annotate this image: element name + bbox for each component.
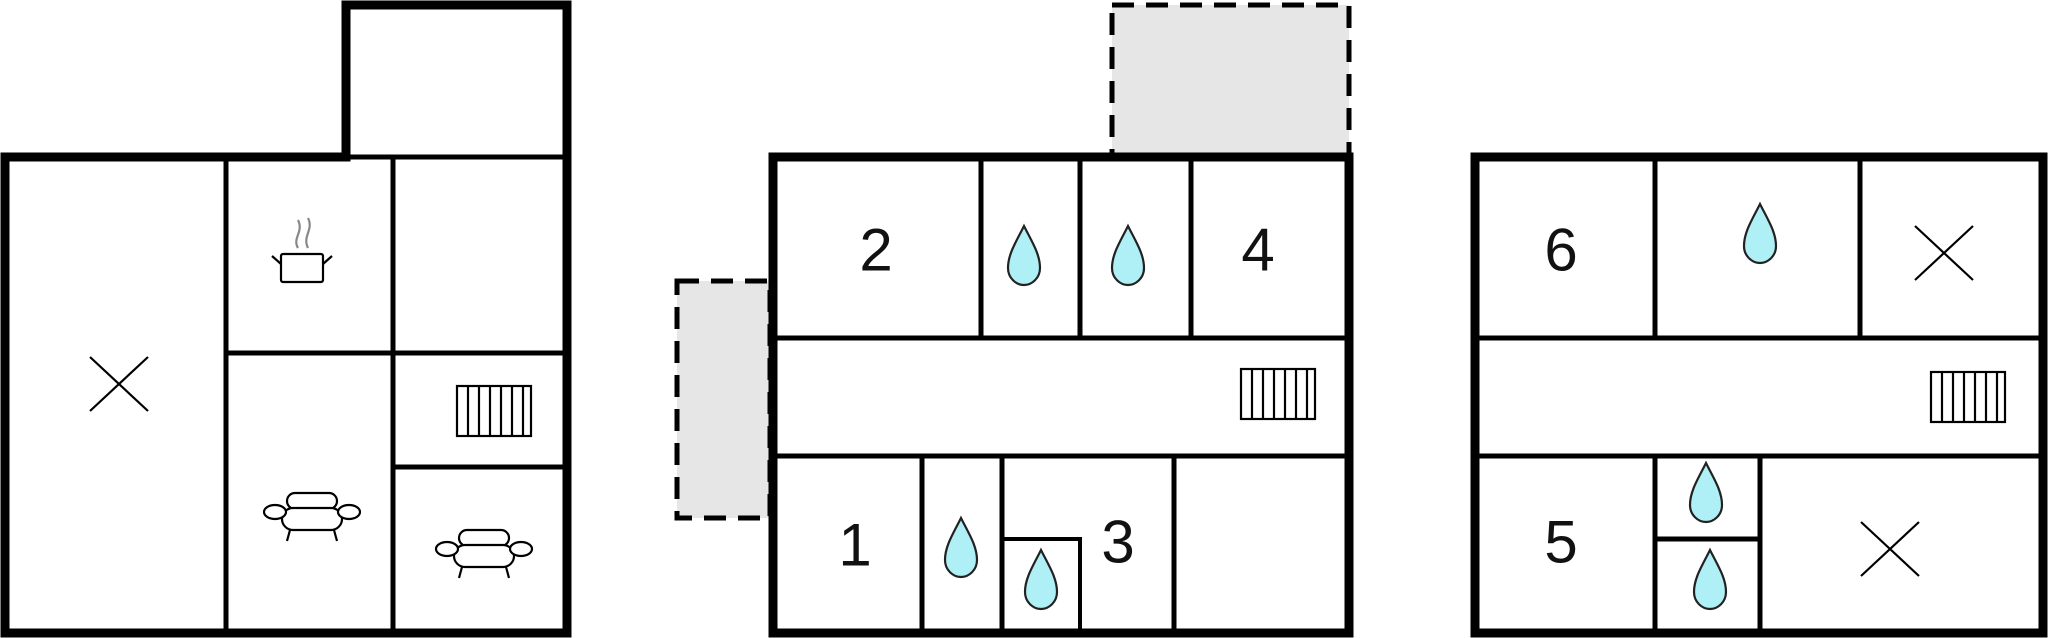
- radiator-icon: [455, 384, 533, 438]
- room-label: 3: [1101, 509, 1134, 576]
- bed-cross-icon: [1913, 224, 1975, 282]
- terrace-top: [1109, 2, 1352, 160]
- sofa-icon: [262, 491, 362, 543]
- radiator-icon: [1929, 370, 2007, 424]
- floor-plan-building-3: 6 5: [1470, 152, 2048, 638]
- building-2-wall: [1002, 537, 1082, 633]
- room-label: 4: [1241, 217, 1274, 284]
- water-drop-icon: [1688, 461, 1724, 524]
- bed-cross-icon: [88, 355, 150, 413]
- room-label: 6: [1544, 217, 1577, 284]
- room-label: 5: [1544, 509, 1577, 576]
- bed-cross-icon: [1859, 520, 1921, 578]
- cooking-pot-icon: [270, 216, 334, 284]
- water-drop-icon: [1110, 224, 1146, 287]
- room-label: 1: [838, 512, 871, 579]
- building-2-outer-wall: [768, 152, 1354, 638]
- water-drop-icon: [1742, 202, 1778, 265]
- radiator-icon: [1239, 367, 1317, 421]
- water-drop-icon: [1006, 224, 1042, 287]
- room-label: 2: [859, 217, 892, 284]
- water-drop-icon: [1692, 548, 1728, 611]
- water-drop-icon: [943, 516, 979, 579]
- floor-plan-building-2: 2 4 1 3: [674, 2, 1354, 638]
- floor-plan-building-1: [0, 0, 572, 638]
- terrace-left: [674, 278, 773, 521]
- water-drop-icon: [1023, 548, 1059, 611]
- sofa-icon: [434, 528, 534, 580]
